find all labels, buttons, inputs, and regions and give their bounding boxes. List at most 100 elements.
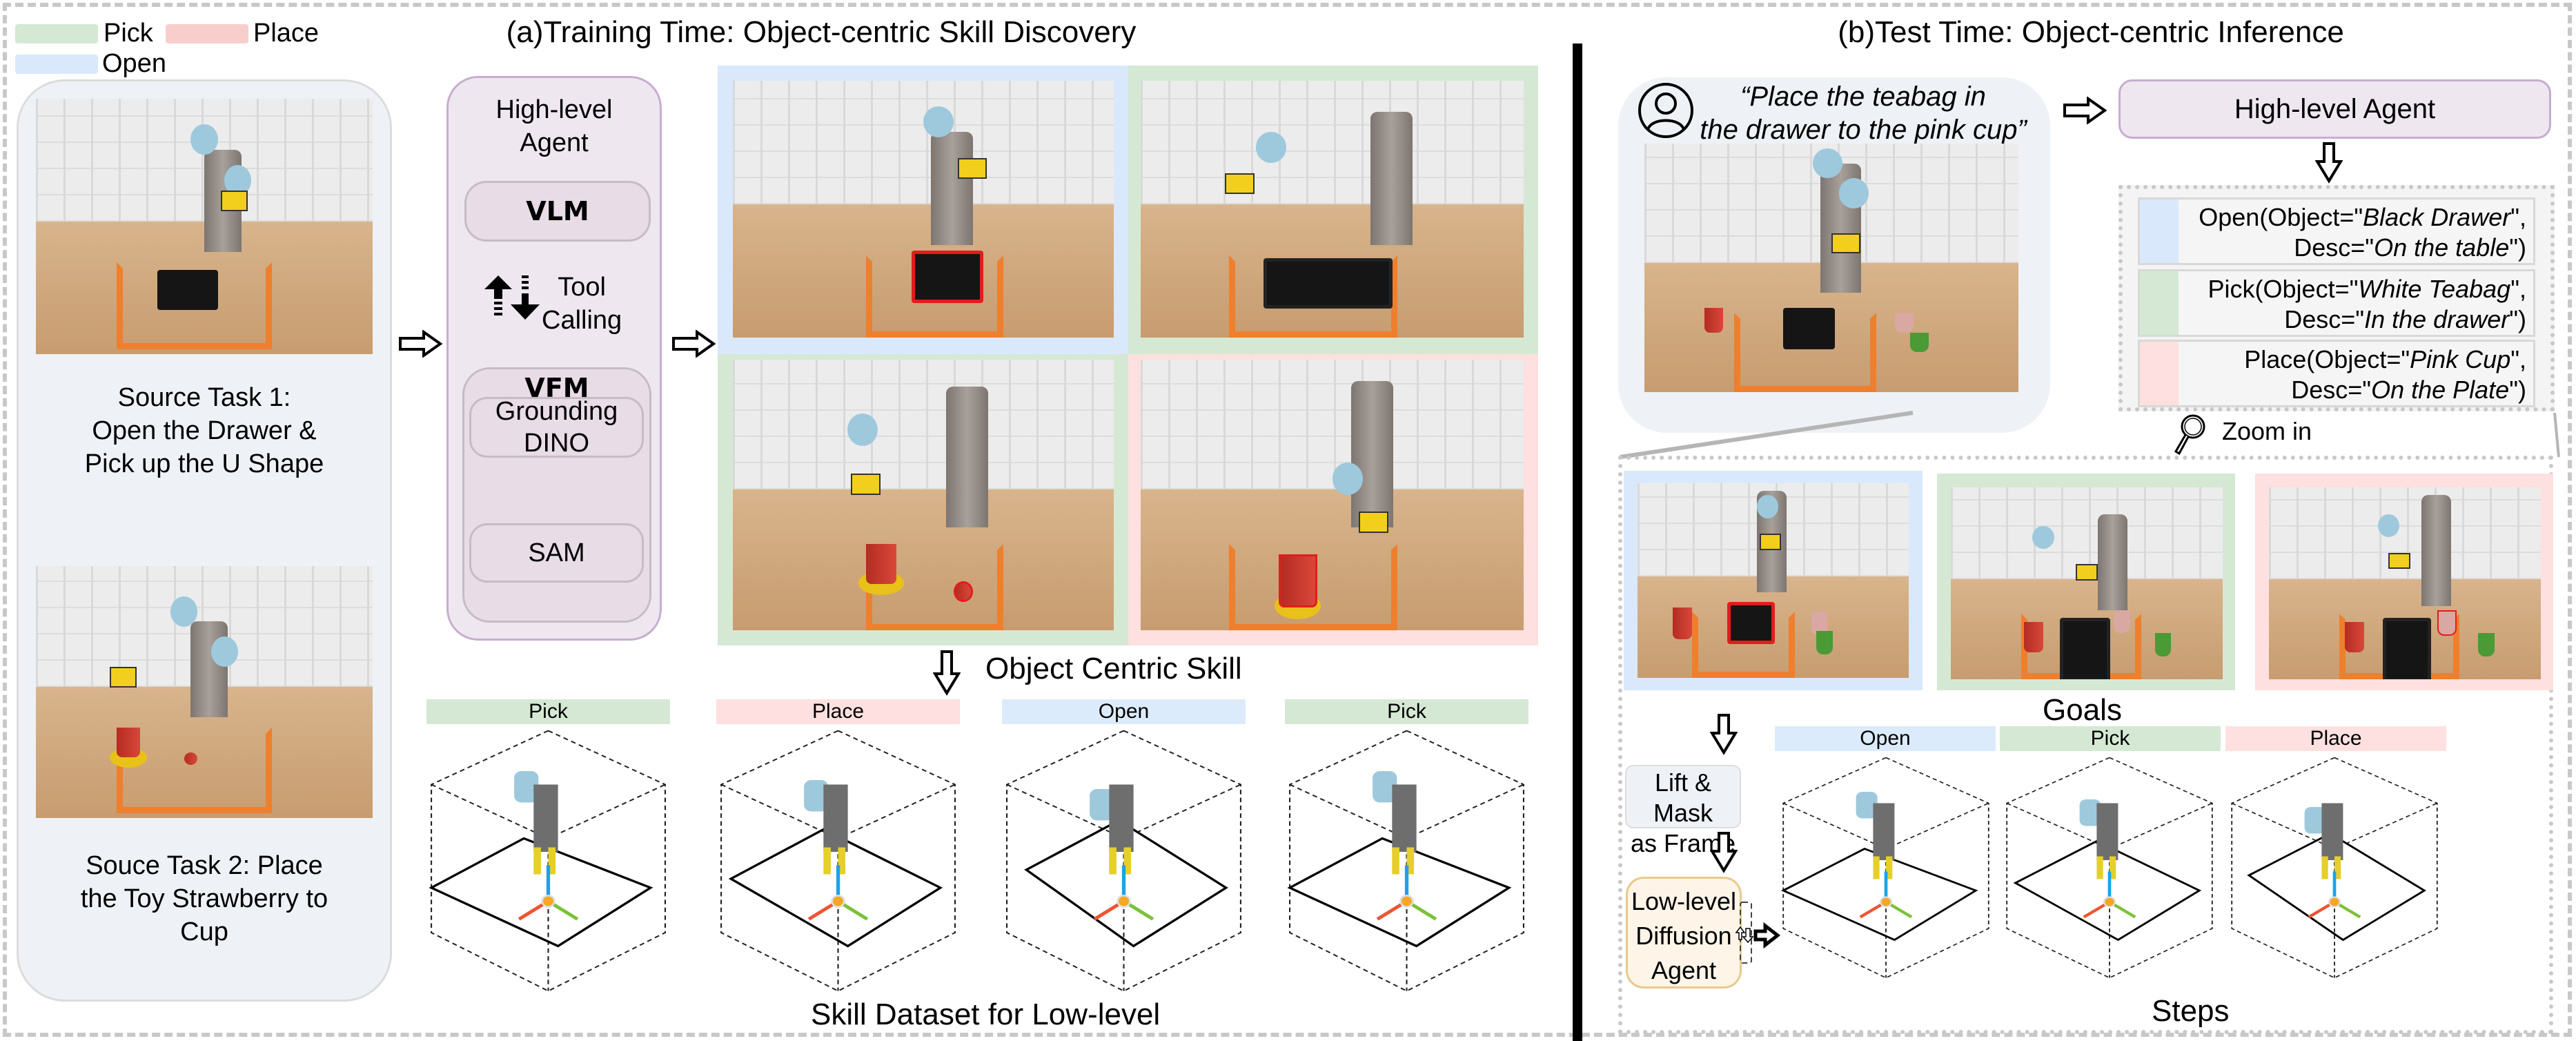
robot-joint: [2079, 799, 2101, 826]
skill-dataset-tag-pick-2: Pick: [1285, 699, 1528, 724]
grounding-dino-box: Grounding DINO: [469, 397, 644, 458]
tool-calling-arrows-icon: [484, 275, 540, 320]
skill-dataset-cube: [720, 730, 956, 992]
plan-quote-paren: "): [2509, 305, 2526, 333]
lift-mask-box: Lift & Mask as Frame: [1625, 765, 1741, 857]
skill-dataset-cube: [1006, 730, 1241, 992]
plan-text-open: Open(Object="Black Drawer", Desc="On the…: [2199, 202, 2526, 263]
vlm-label: VLM: [526, 196, 589, 226]
plan-pick-desc: In the drawer: [2364, 305, 2510, 333]
sam-label: SAM: [528, 538, 585, 567]
source-task-2-line-2: the Toy Strawberry to: [80, 884, 328, 913]
object-origin: [831, 895, 845, 908]
robot-joint: [1856, 792, 1878, 819]
robot-arm: [2096, 803, 2118, 860]
skill-dataset-tag-open: Open: [1002, 699, 1246, 724]
arrow-right-icon: [672, 330, 716, 358]
source-task-2-photo: [36, 566, 373, 818]
low-level-line-3: Agent: [1651, 956, 1717, 984]
plan-place-prefix: Place(Object=": [2244, 345, 2410, 373]
gripper-finger: [1123, 847, 1132, 875]
cube-outline: [1289, 730, 1524, 992]
gripper-finger: [1392, 847, 1399, 875]
test-title: (b)Test Time: Object-centric Inference: [1838, 15, 2344, 49]
low-level-agent-box: Low-level Diffusion Agent: [1626, 877, 1742, 989]
plan-pick-object: White Teabag: [2358, 275, 2511, 303]
training-title: (a)Training Time: Object-centric Skill D…: [506, 15, 1137, 49]
lift-mask-line-1: Lift & Mask: [1653, 768, 1713, 827]
step-cube: [2006, 757, 2213, 979]
gripper-finger: [2096, 856, 2103, 879]
plan-place-desc: On the Plate: [2371, 376, 2510, 404]
table-plane: [1024, 819, 1228, 948]
table-plane: [1780, 847, 1978, 942]
plan-quote-paren: "): [2509, 376, 2526, 404]
gripper-finger: [838, 847, 846, 875]
section-divider: [1573, 43, 1582, 1041]
zoom-detail-box: [1618, 456, 2553, 1034]
test-scene-photo: [1644, 144, 2018, 392]
cube-outline: [1782, 757, 1989, 979]
zoom-connector-lines: [1620, 411, 2560, 459]
legend-swatch-pick: [15, 24, 98, 43]
legend-label-place: Place: [253, 19, 319, 48]
test-high-level-agent-box: High-level Agent: [2118, 79, 2551, 139]
plan-place-desc-prefix: Desc=": [2291, 376, 2372, 404]
goal-photo-pick: [1951, 487, 2223, 679]
plan-step-pick: Pick(Object="White Teabag", Desc="In the…: [2138, 269, 2535, 337]
robot-joint: [1090, 789, 1114, 821]
arrow-down-icon: [1710, 832, 1738, 873]
instruction-line-1: “Place the teabag in: [1740, 81, 1986, 112]
instruction-line-2: the drawer to the pink cup”: [1700, 115, 2027, 145]
skill-dataset-cube: [1287, 730, 1524, 992]
skill-dataset-cube: [429, 730, 666, 992]
plan-list: Open(Object="Black Drawer", Desc="On the…: [2118, 185, 2555, 411]
plan-quote-comma: ",: [2510, 345, 2526, 373]
object-centric-skill-label: Object Centric Skill: [985, 652, 1242, 685]
source-task-1-photo: [36, 99, 373, 354]
source-task-1-line-3: Pick up the U Shape: [84, 449, 324, 478]
plan-color-strip-pick: [2140, 271, 2179, 335]
object-origin: [2328, 896, 2341, 908]
object-origin: [1399, 895, 1414, 908]
source-task-1-line-1: Source Task 1:: [117, 383, 291, 412]
instruction-text: “Place the teabag in the drawer to the p…: [1684, 80, 2043, 146]
arrow-down-icon: [1710, 714, 1738, 755]
skill-photo-open: [733, 81, 1114, 338]
arrow-down-icon: [2315, 142, 2343, 184]
gripper-finger: [2334, 856, 2341, 879]
plan-place-object: Pink Cup: [2410, 345, 2511, 373]
plan-pick-desc-prefix: Desc=": [2284, 305, 2365, 333]
plan-color-strip-open: [2140, 200, 2179, 263]
plan-open-object: Black Drawer: [2363, 203, 2511, 231]
gripper-finger: [1886, 856, 1893, 879]
plan-open-desc-prefix: Desc=": [2294, 233, 2375, 262]
robot-joint: [804, 780, 829, 812]
source-task-2-line-3: Cup: [180, 917, 228, 946]
legend-label-open: Open: [102, 49, 166, 78]
source-task-2-line-1: Souce Task 2: Place: [86, 851, 323, 880]
goal-photo-place: [2269, 487, 2541, 679]
plan-step-place: Place(Object="Pink Cup", Desc="On the Pl…: [2138, 340, 2535, 407]
plan-step-open: Open(Object="Black Drawer", Desc="On the…: [2138, 197, 2535, 265]
gripper-finger: [1873, 856, 1880, 879]
skill-frame-pick-2: [718, 354, 1128, 645]
gripper-finger: [823, 847, 831, 875]
skill-photo-pick-1: [1141, 81, 1524, 338]
cube-outline: [1006, 730, 1241, 992]
legend-swatch-open: [15, 55, 98, 74]
zoom-in-label: Zoom in: [2222, 417, 2312, 445]
cube-outline: [2231, 757, 2438, 979]
robot-arm: [1392, 784, 1417, 852]
skill-frame-place: [1128, 354, 1538, 645]
gripper-finger: [548, 847, 556, 875]
robot-joint: [2304, 807, 2326, 834]
robot-joint: [1373, 771, 1397, 803]
skill-frame-open: [718, 66, 1128, 354]
grounding-line-2: DINO: [524, 429, 589, 458]
step-cube: [2231, 757, 2438, 979]
user-icon: [1638, 83, 1693, 138]
gripper-finger: [2321, 856, 2328, 879]
skill-photo-place: [1141, 360, 1524, 630]
plan-color-strip-place: [2140, 342, 2179, 405]
